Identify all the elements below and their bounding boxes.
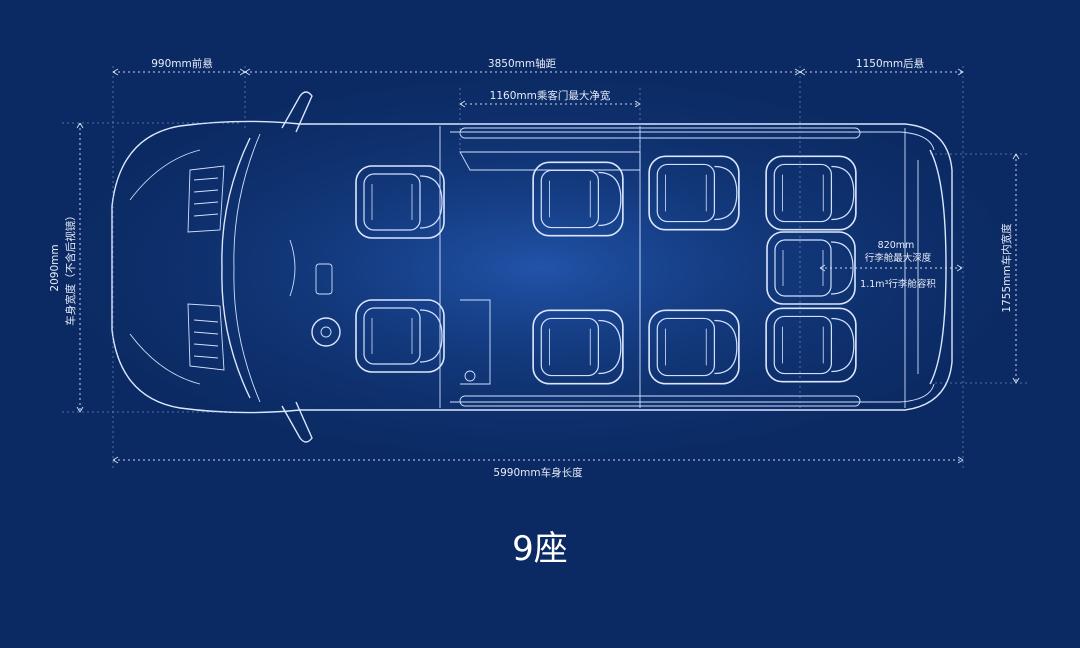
dimension-lines (62, 66, 1030, 470)
van-body (111, 91, 953, 443)
door-opening-label: 1160mm乘客门最大净宽 (490, 89, 611, 102)
overall-length-label: 5990mm车身长度 (493, 466, 583, 479)
wheelbase-label: 3850mm轴距 (488, 57, 557, 70)
interior-width-label: 1755mm车内宽度 (1000, 223, 1013, 313)
front-overhang-label: 990mm前悬 (151, 57, 213, 70)
body-width-label: 车身宽度（不含后视镜） (64, 210, 77, 326)
trunk-depth-label: 行李舱最大深度 (865, 252, 932, 264)
rear-overhang-label: 1150mm后悬 (856, 58, 925, 70)
seat-configuration-title: 9座 (512, 529, 568, 569)
background-glow (70, 78, 1010, 458)
trunk-volume-label: 1.1m³行李舱容积 (860, 278, 936, 290)
trunk-depth-value: 820mm (878, 240, 915, 251)
body-width-value: 2090mm (49, 244, 61, 291)
